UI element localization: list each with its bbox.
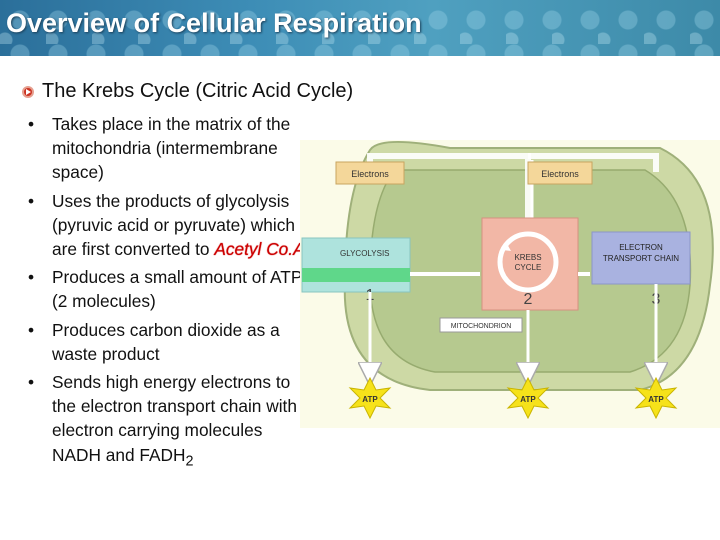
mitochondrion-label-box [439, 317, 523, 333]
etc-label-line1: ELECTRON [619, 243, 663, 252]
list-item: • Sends high energy electrons to the elec… [24, 370, 314, 473]
glycolysis-band [302, 268, 410, 282]
bullet-text: Takes place in the matrix of the mitocho… [52, 114, 291, 183]
etc-box [591, 231, 691, 285]
bullet-dot: • [28, 319, 35, 340]
atp-burst-2: ATP [506, 376, 550, 420]
subscript-2: 2 [185, 453, 194, 470]
electrons-box-left [335, 161, 405, 185]
glycolysis-label: GLYCOLYSIS [340, 249, 390, 258]
electrons-label-right: Electrons [541, 169, 579, 179]
bullet-dot: • [28, 267, 35, 288]
list-item: • Takes place in the matrix of the mitoch… [24, 112, 314, 185]
stage-number-2: 2 [524, 291, 533, 308]
list-item: • Produces a small amount of ATP (2 molec… [24, 265, 314, 313]
bullet-list: • Takes place in the matrix of the mitoch… [24, 112, 314, 477]
krebs-label-line1: KREBS [514, 253, 541, 262]
bullet-text: Produces a small amount of ATP (2 molecu… [52, 267, 303, 312]
atp-label-3: ATP [648, 395, 664, 404]
heading-text: The Krebs Cycle (Citric Acid Cycle) [42, 80, 354, 102]
atp-label-2: ATP [520, 395, 536, 404]
acetyl-coa-highlight: Acetyl Co.A [214, 239, 305, 260]
krebs-cycle-circle [497, 231, 559, 293]
list-item: • Uses the products of glycolysis (pyruvi… [24, 189, 314, 262]
bullet-text: Sends high energy electrons to the elect… [52, 372, 297, 465]
atp-burst-1: ATP [348, 376, 392, 420]
electrons-box-right [527, 161, 593, 185]
electrons-label-left: Electrons [351, 169, 389, 179]
etc-label-line2: TRANSPORT CHAIN [603, 254, 679, 263]
section-heading: The Krebs Cycle (Citric Acid Cycle) [22, 80, 353, 103]
list-item: • Produces carbon dioxide as a waste prod… [24, 318, 314, 366]
respiration-diagram: Electrons Electrons GLYCOLYSIS KREBS CYC… [300, 140, 720, 428]
electron-flow-arrow-right [528, 153, 659, 172]
bullet-text: Uses the products of glycolysis (pyruvic… [52, 190, 295, 260]
diagram-svg: Electrons Electrons GLYCOLYSIS KREBS CYC… [301, 141, 714, 420]
slide-title: Overview of Cellular Respiration [6, 8, 422, 38]
bullet-dot: • [28, 114, 35, 134]
atp-label-1: ATP [362, 395, 378, 404]
bullet-dot: • [28, 190, 35, 211]
krebs-label-line2: CYCLE [515, 263, 542, 272]
title-bar: Overview of Cellular Respiration [0, 0, 720, 56]
glycolysis-box [301, 237, 411, 293]
atp-burst-3: ATP [634, 376, 678, 420]
bullet-dot: • [28, 372, 35, 393]
title-background-pattern [0, 0, 720, 56]
mitochondrion-label: MITOCHONDRION [451, 323, 512, 330]
heading-bullet-icon [22, 85, 34, 98]
bullet-text: Produces carbon dioxide as a waste produ… [52, 319, 280, 364]
